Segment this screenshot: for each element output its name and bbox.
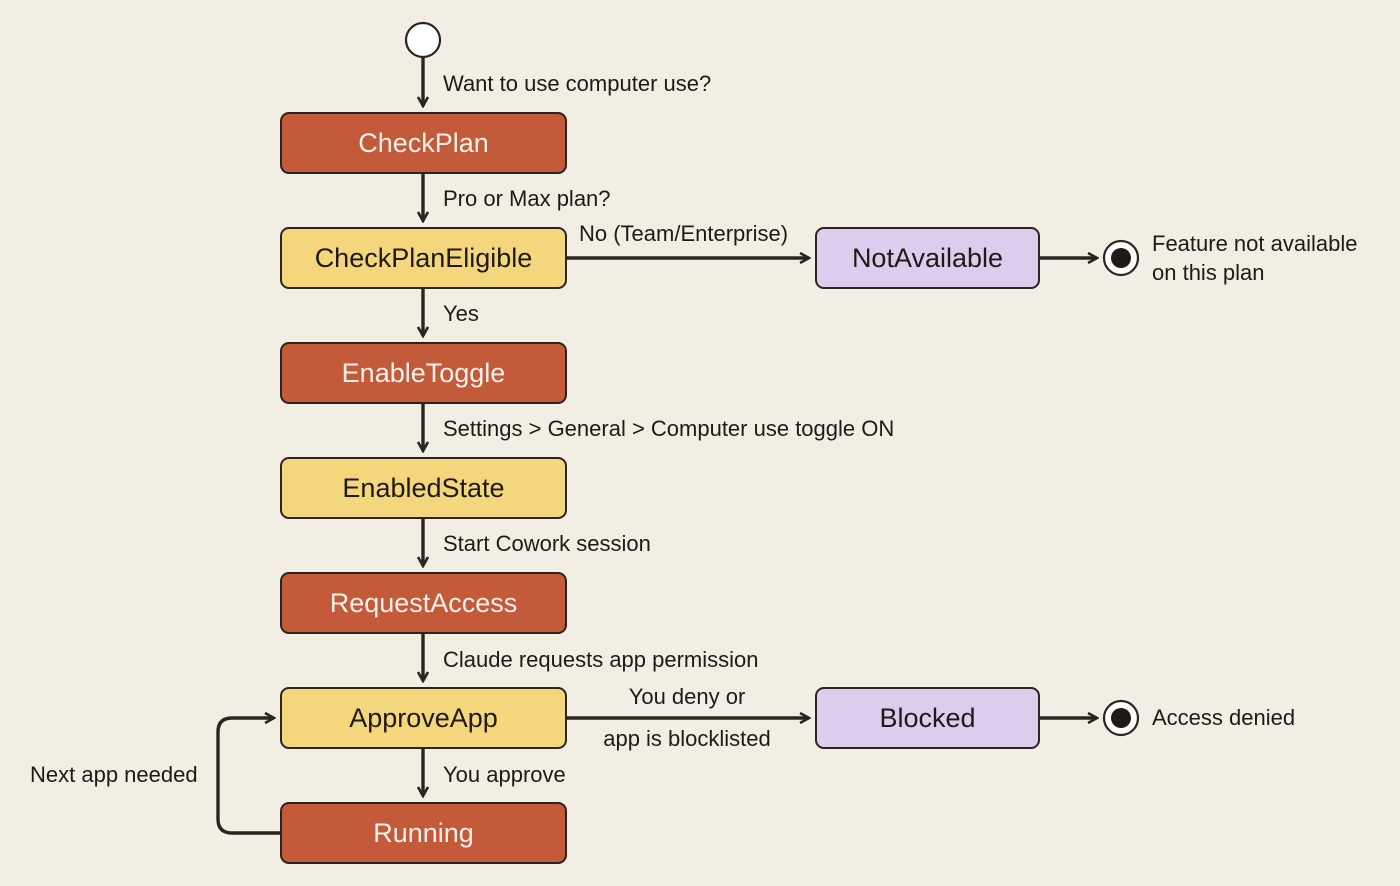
label-request-to-approve: Claude requests app permission bbox=[443, 647, 759, 672]
label-check-plan-to-eligible: Pro or Max plan? bbox=[443, 186, 611, 211]
note-not-available-line1: Feature not available bbox=[1152, 231, 1358, 256]
label-running-to-approve: Next app needed bbox=[30, 762, 198, 787]
label-eligible-to-not-available: No (Team/Enterprise) bbox=[579, 221, 789, 246]
edge-running-to-approve-loop bbox=[216, 718, 280, 835]
label-enable-toggle-to-enabled: Settings > General > Computer use toggle… bbox=[443, 416, 895, 441]
state-enabled-state: EnabledState bbox=[280, 457, 567, 519]
state-check-plan: CheckPlan bbox=[280, 112, 567, 174]
label-enabled-to-request: Start Cowork session bbox=[443, 531, 651, 556]
state-running: Running bbox=[280, 802, 567, 864]
note-not-available-line2: on this plan bbox=[1152, 260, 1265, 285]
state-approve-app: ApproveApp bbox=[280, 687, 567, 749]
state-enable-toggle: EnableToggle bbox=[280, 342, 567, 404]
label-approve-to-blocked-line2: app is blocklisted bbox=[603, 726, 771, 751]
state-not-available: NotAvailable bbox=[815, 227, 1040, 289]
label-approve-to-running: You approve bbox=[443, 762, 566, 787]
label-approve-to-blocked-line1: You deny or bbox=[628, 684, 746, 709]
label-eligible-to-enable-toggle: Yes bbox=[443, 301, 479, 326]
state-blocked: Blocked bbox=[815, 687, 1040, 749]
state-check-plan-eligible: CheckPlanEligible bbox=[280, 227, 567, 289]
label-start-to-check-plan: Want to use computer use? bbox=[443, 71, 712, 96]
initial-state bbox=[404, 21, 442, 59]
note-blocked: Access denied bbox=[1152, 705, 1296, 730]
note-not-available: Feature not available on this plan bbox=[1152, 229, 1357, 287]
final-state-blocked bbox=[1102, 699, 1140, 737]
final-state-not-available bbox=[1102, 239, 1140, 277]
state-request-access: RequestAccess bbox=[280, 572, 567, 634]
